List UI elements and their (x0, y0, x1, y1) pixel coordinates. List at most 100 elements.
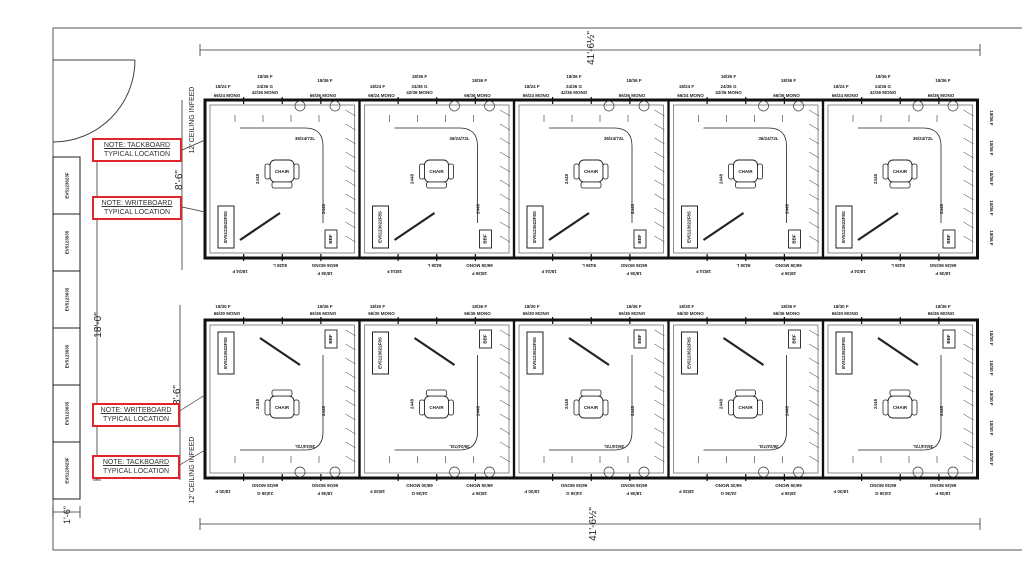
hatch-line (499, 385, 511, 393)
hatch-line (963, 207, 974, 215)
note-tackboard-top: NOTE: TACKBOARD TYPICAL LOCATION (92, 138, 182, 162)
hatch-line (654, 179, 665, 187)
panel-label: 66/36 MONO (619, 93, 646, 98)
outlet-icon (793, 466, 804, 478)
panel-label: 18/36 F (257, 74, 273, 79)
end-panel-label: 18/30 F (989, 330, 994, 346)
note-line1: NOTE: WRITEBOARD (100, 407, 172, 414)
chair-arm-icon (293, 399, 300, 416)
bin-label: 36/24/72L (449, 444, 470, 449)
bbf-label: BBF (328, 234, 333, 243)
bbf-label: BBF (637, 334, 642, 343)
panel-label: 66/36 MONO (620, 263, 647, 268)
bin-label: 36/24/72L (295, 136, 316, 141)
hatch-line (808, 165, 820, 173)
worksurface-edge (240, 355, 324, 451)
panel-label: 66/36 MONO (466, 263, 493, 268)
hatch-line (499, 207, 511, 215)
panel-label: 18/36 F (781, 304, 797, 309)
panel-label: 66/36 MONO (464, 311, 491, 316)
desk-label: 2448 (785, 203, 790, 214)
bbf-label: BBF (792, 334, 797, 343)
note-tackboard-bottom: NOTE: TACKBOARD TYPICAL LOCATION (92, 455, 180, 479)
panel-label: 18/36 F (472, 304, 488, 309)
hatch-line (499, 151, 511, 159)
outlet-icon (603, 466, 615, 478)
panel-label: 18/24 F (541, 269, 557, 274)
panel-label: 24/36 G (720, 491, 737, 496)
bbf-label: BBF (328, 334, 333, 343)
panel-label: 24/36 G (411, 84, 428, 89)
hatch-line (963, 123, 974, 131)
hatch-line (499, 357, 511, 365)
hatch-line (654, 207, 665, 215)
panel-label: 24/36 G (257, 84, 274, 89)
panel-label: 8436 L (891, 263, 905, 268)
hatch-line (654, 235, 665, 243)
hatch-line (345, 329, 356, 337)
hatch-line (654, 455, 665, 463)
hatch-line (808, 329, 820, 337)
panel-label: 42/36 MONO (561, 90, 588, 95)
panel-label: 18/30 F (833, 489, 849, 494)
storage-cabinet (681, 331, 698, 375)
worksurface-edge (394, 127, 478, 223)
board-diagonal (413, 337, 456, 366)
bottom-workstation-row: 18/30 F 18/36 F 66/30 MONO 66/36 MONO 18/30 … (203, 304, 994, 496)
hatch-line (808, 137, 820, 145)
panel-label: 66/36 MONO (929, 483, 956, 488)
end-panel-label: 18/36 F (989, 200, 994, 216)
chair-back-icon (426, 181, 447, 189)
chair-arm-icon (602, 163, 609, 180)
panel-label: 18/36 F (875, 74, 891, 79)
board-diagonal (857, 212, 899, 241)
chair-label: CHAIR (429, 405, 444, 410)
board-diagonal (702, 212, 745, 241)
door-swing (52, 59, 136, 143)
cabinet-label: EV5123622F8S (532, 337, 537, 369)
hatch-line (345, 179, 356, 187)
panel-label: 66/36 MONO (311, 483, 338, 488)
panel-label: 18/36 F (781, 271, 797, 276)
hatch-line (963, 329, 974, 337)
bench-width-dim-text: 1'-6" (62, 506, 72, 524)
outlet-icon (758, 466, 769, 478)
chair-arm-icon (757, 163, 763, 180)
hatch-line (808, 385, 820, 393)
sheet-border (52, 27, 1022, 551)
hatch-line (499, 427, 511, 435)
hatch-line (499, 343, 511, 351)
hatch-line (963, 399, 974, 407)
board-diagonal (393, 212, 436, 241)
outlet-icon (329, 466, 341, 478)
hatch-line (963, 413, 974, 421)
hatch-line (654, 441, 665, 449)
panel-label: 18/36 F (935, 491, 951, 496)
hatch-line (963, 441, 974, 449)
hatch-line (808, 123, 820, 131)
panel-label: 18/24 F (387, 269, 403, 274)
panel-label: 66/24 MONO (368, 93, 395, 98)
cell-inner-line (364, 104, 510, 254)
outlet-icon (294, 466, 306, 478)
bench-width-dimension (52, 506, 81, 518)
chair-label: CHAIR (275, 169, 290, 174)
bbf-box (942, 329, 956, 349)
bench-label: EV5123635 (65, 230, 70, 254)
panel-label: 66/30 MONO (560, 483, 587, 488)
cell-inner-line (673, 324, 819, 474)
chair-arm-icon (882, 163, 889, 180)
panel-label: 66/36 MONO (773, 311, 800, 316)
hatch-line (345, 235, 356, 243)
cell-inner-line (518, 104, 664, 254)
outlet-icon (603, 100, 615, 112)
panel-label: 18/36 F (721, 74, 737, 79)
hatch-line (499, 193, 511, 201)
hatch-line (654, 385, 665, 393)
bbf-box (788, 229, 801, 249)
panel-label: 18/36 F (935, 271, 951, 276)
